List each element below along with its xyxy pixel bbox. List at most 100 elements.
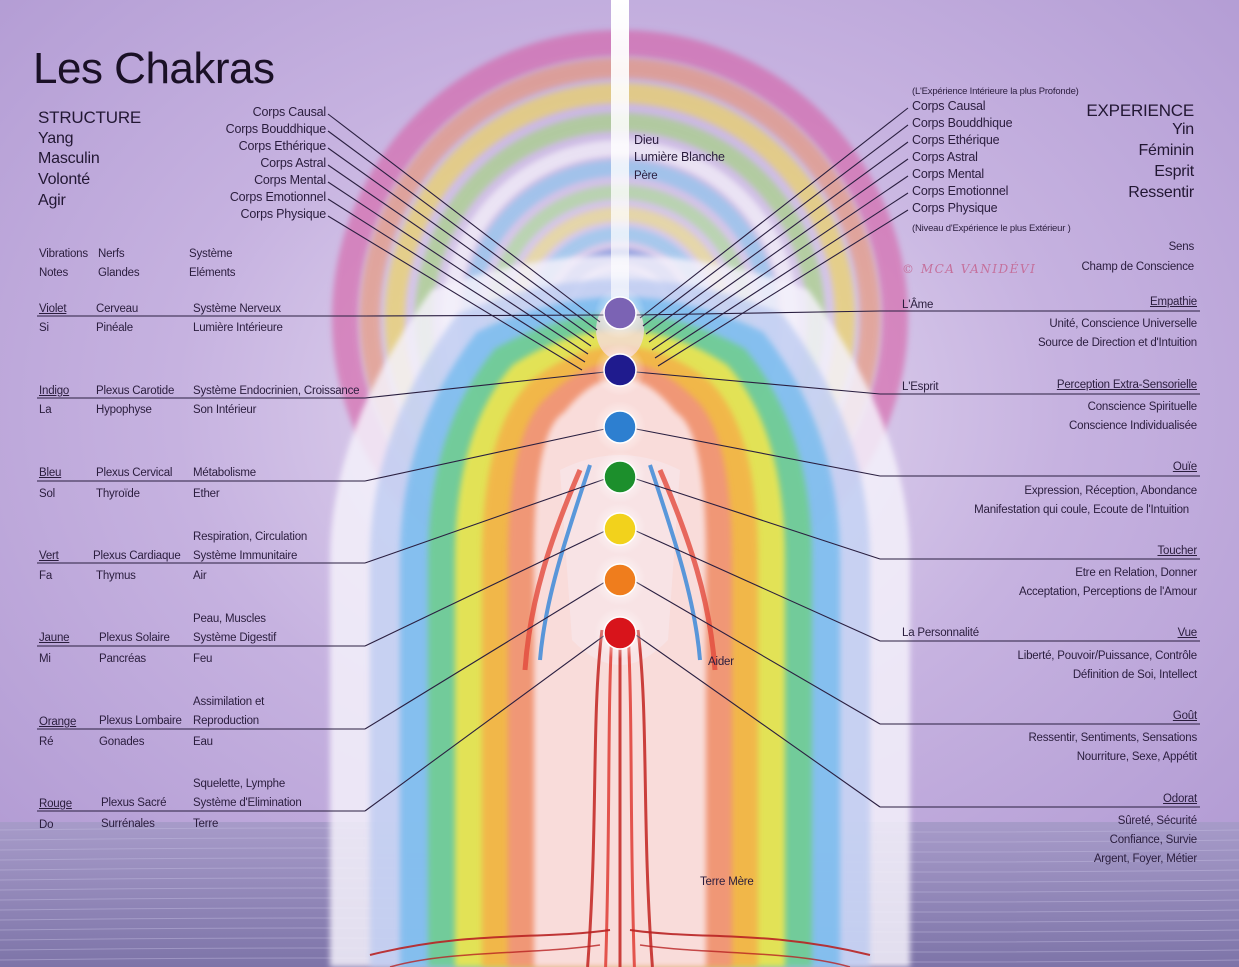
- row-system: Assimilation et: [193, 696, 264, 708]
- header-sens: Sens: [1169, 241, 1194, 253]
- body-label-right: Corps Causal: [912, 99, 985, 113]
- row-system: Système Nerveux: [193, 303, 281, 315]
- lumiere-label: Lumière Blanche: [634, 150, 725, 164]
- experience-item: Ressentir: [1128, 184, 1194, 202]
- structure-item: Volonté: [38, 171, 90, 189]
- terre-mere-label: Terre Mère: [700, 876, 754, 888]
- body-label-right: Corps Astral: [912, 150, 978, 164]
- body-label-left: Corps Bouddhique: [226, 122, 326, 136]
- pere-label: Père: [634, 170, 658, 182]
- body-label-right: Corps Bouddhique: [912, 116, 1012, 130]
- row-gland: Thymus: [96, 570, 136, 582]
- row-nerve: Plexus Cardiaque: [93, 550, 181, 562]
- header-systeme: Système: [189, 248, 232, 260]
- row-system: Métabolisme: [193, 467, 256, 479]
- experience-heading: EXPERIENCE: [1086, 101, 1194, 121]
- body-label-right: Corps Mental: [912, 167, 984, 181]
- row-system: Reproduction: [193, 715, 259, 727]
- row-system: Système Endocrinien, Croissance: [193, 385, 359, 397]
- row-element: Air: [193, 570, 206, 582]
- row-system: Peau, Muscles: [193, 613, 266, 625]
- row-gland: Pancréas: [99, 653, 146, 665]
- row-sense: Perception Extra-Sensorielle: [1057, 379, 1197, 391]
- body-label-right: Corps Ethérique: [912, 133, 999, 147]
- row-color: Jaune: [39, 632, 69, 644]
- row-consciousness: Confiance, Survie: [1110, 834, 1197, 846]
- chakra-point: [604, 354, 636, 386]
- body-label-right: Corps Emotionnel: [912, 184, 1008, 198]
- row-system: Squelette, Lymphe: [193, 778, 285, 790]
- row-consciousness: Nourriture, Sexe, Appétit: [1077, 751, 1197, 763]
- row-system: Système d'Elimination: [193, 797, 302, 809]
- header-notes: Notes: [39, 267, 68, 279]
- right-label-esprit: L'Esprit: [902, 381, 938, 393]
- row-color: Vert: [39, 550, 59, 562]
- header-elements: Eléments: [189, 267, 235, 279]
- row-element: Feu: [193, 653, 212, 665]
- row-gland: Thyroïde: [96, 488, 140, 500]
- row-gland: Surrénales: [101, 818, 155, 830]
- row-note: Si: [39, 322, 49, 334]
- light-beam: [611, 0, 629, 320]
- row-color: Rouge: [39, 798, 72, 810]
- row-consciousness: Ressentir, Sentiments, Sensations: [1028, 732, 1197, 744]
- row-sense: Empathie: [1150, 296, 1197, 308]
- row-nerve: Plexus Lombaire: [99, 715, 182, 727]
- row-gland: Pinéale: [96, 322, 133, 334]
- structure-item: Masculin: [38, 150, 100, 168]
- row-element: Eau: [193, 736, 213, 748]
- header-glandes: Glandes: [98, 267, 139, 279]
- row-consciousness: Etre en Relation, Donner: [1075, 567, 1197, 579]
- row-element: Lumière Intérieure: [193, 322, 283, 334]
- row-consciousness: Définition de Soi, Intellect: [1073, 669, 1197, 681]
- row-consciousness: Manifestation qui coule, Ecoute de l'Int…: [974, 504, 1189, 516]
- row-system: Système Immunitaire: [193, 550, 297, 562]
- row-consciousness: Expression, Réception, Abondance: [1024, 485, 1197, 497]
- row-consciousness: Source de Direction et d'Intuition: [1038, 337, 1197, 349]
- chakra-point: [604, 411, 636, 443]
- aider-label: Aider: [708, 656, 734, 668]
- right-bottom-note: (Niveau d'Expérience le plus Extérieur ): [912, 223, 1071, 234]
- structure-heading: STRUCTURE: [38, 108, 141, 128]
- row-consciousness: Sûreté, Sécurité: [1118, 815, 1197, 827]
- watermark: © MCA VANIDÉVI: [902, 262, 1036, 276]
- row-nerve: Plexus Carotide: [96, 385, 174, 397]
- body-label-left: Corps Astral: [260, 156, 326, 170]
- row-system: Système Digestif: [193, 632, 276, 644]
- chakra-point: [604, 617, 636, 649]
- body-label-left: Corps Ethérique: [239, 139, 326, 153]
- row-sense: Goût: [1173, 710, 1197, 722]
- row-consciousness: Acceptation, Perceptions de l'Amour: [1019, 586, 1197, 598]
- row-color: Violet: [39, 303, 66, 315]
- row-sense: Ouïe: [1173, 461, 1197, 473]
- chakra-point: [604, 513, 636, 545]
- row-element: Son Intérieur: [193, 404, 256, 416]
- row-color: Bleu: [39, 467, 61, 479]
- row-note: Mi: [39, 653, 51, 665]
- row-note: Fa: [39, 570, 52, 582]
- row-note: Ré: [39, 736, 53, 748]
- body-label-left: Corps Emotionnel: [230, 190, 326, 204]
- row-consciousness: Conscience Individualisée: [1069, 420, 1197, 432]
- row-system: Respiration, Circulation: [193, 531, 307, 543]
- experience-item: Esprit: [1154, 163, 1194, 181]
- row-consciousness: Unité, Conscience Universelle: [1049, 318, 1197, 330]
- page-title: Les Chakras: [33, 44, 275, 94]
- row-sense: Vue: [1178, 627, 1197, 639]
- right-label-ame: L'Âme: [902, 299, 933, 311]
- row-note: Sol: [39, 488, 55, 500]
- row-element: Terre: [193, 818, 218, 830]
- row-sense: Odorat: [1163, 793, 1197, 805]
- header-champ-conscience: Champ de Conscience: [1081, 261, 1194, 273]
- right-label-personnalite: La Personnalité: [902, 627, 979, 639]
- row-consciousness: Conscience Spirituelle: [1088, 401, 1197, 413]
- header-nerfs: Nerfs: [98, 248, 124, 260]
- structure-item: Yang: [38, 130, 73, 148]
- row-gland: Hypophyse: [96, 404, 152, 416]
- body-label-right: Corps Physique: [912, 201, 997, 215]
- row-note: Do: [39, 819, 53, 831]
- row-color: Indigo: [39, 385, 69, 397]
- row-consciousness: Argent, Foyer, Métier: [1094, 853, 1197, 865]
